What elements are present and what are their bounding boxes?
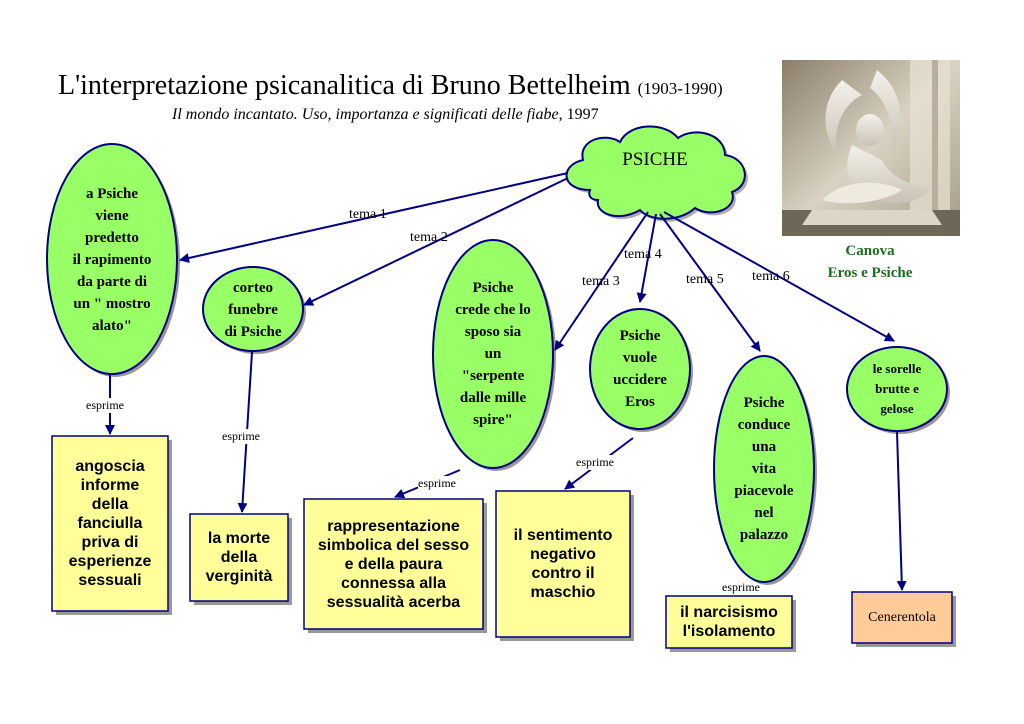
label-tema3: tema 3 [582,274,620,289]
node-rapimento-text: a Psiche viene predetto il rapimento da … [72,186,152,334]
label-tema2: tema 2 [410,230,448,245]
node-rapimento [46,143,178,375]
node-serpente-text: Psiche crede che lo sposo sia un "serpen… [455,280,531,428]
node-corteo [202,266,304,352]
node-palazzo-text: Psiche conduce una vita piacevole nel pa… [734,395,794,543]
book-title: Il mondo incantato. Uso, importanza e si… [172,106,559,123]
title-text: L'interpretazione psicanalitica di Bruno… [58,70,631,101]
node-serpente [432,239,554,469]
caption-author: Canova [845,243,895,259]
arrow-esprime-6 [896,431,907,591]
arrow-tema6 [663,211,895,342]
label-esprime-4: esprime [576,455,614,470]
arrow-tema1 [179,172,569,263]
node-palazzo [713,355,815,583]
arrow-tema4 [636,213,657,303]
box-narcisismo-text: il narcisismo l'isolamento [680,604,778,640]
label-esprime-3: esprime [418,476,456,491]
psiche-cloud [565,125,748,222]
arrow-tema3 [554,211,649,351]
book-year: , 1997 [558,106,599,123]
canova-sculpture-image [782,60,960,236]
label-tema5: tema 5 [686,272,724,287]
node-corteo-text: corteo funebre di Psiche [224,280,282,340]
page-subtitle: Il mondo incantato. Uso, importanza e si… [172,106,599,124]
box-morte-text: la morte della verginità [205,530,273,585]
box-sentimento [495,490,631,638]
label-esprime-5: esprime [722,580,760,594]
node-uccidere-text: Psiche vuole uccidere Eros [613,328,667,410]
box-rappresentazione-text: rappresentazione simbolica del sesso e d… [317,517,470,611]
node-sorelle [846,346,948,432]
box-cenerentola-text: Cenerentola [868,609,936,625]
box-angoscia [51,435,169,612]
label-esprime-1: esprime [86,398,124,413]
psiche-label: PSICHE [622,149,688,170]
label-esprime-2: esprime [222,429,260,444]
title-years: (1903-1990) [637,79,723,98]
box-narcisismo [665,595,793,649]
box-angoscia-text: angoscia informe della fanciulla priva d… [68,458,152,589]
label-tema1: tema 1 [349,207,387,222]
page-title: L'interpretazione psicanalitica di Bruno… [58,70,723,102]
node-sorelle-text: le sorelle brutte e gelose [872,361,922,416]
arrow-tema2 [303,177,569,306]
box-sentimento-text: il sentimento negativo contro il maschio [513,527,613,601]
box-morte [189,513,289,602]
label-tema6: tema 6 [752,269,790,284]
box-rappresentazione [303,498,484,630]
node-uccidere [589,308,691,430]
arrow-tema5 [659,213,761,352]
label-tema4: tema 4 [624,247,662,262]
box-cenerentola [851,591,953,644]
caption-work: Eros e Psiche [827,265,913,281]
